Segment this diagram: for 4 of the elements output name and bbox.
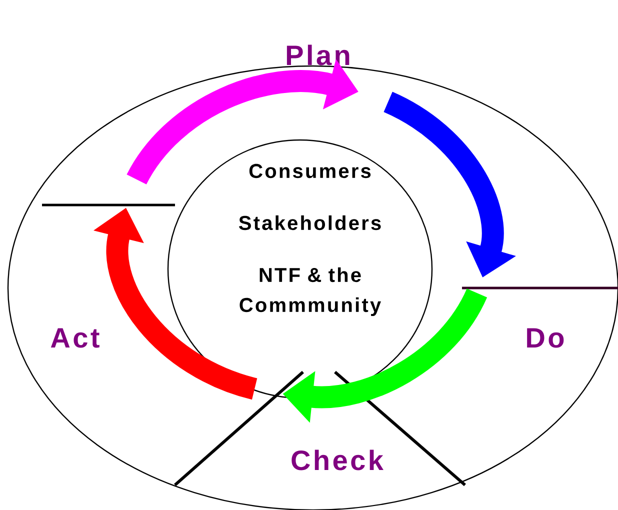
phase-label: Check xyxy=(292,450,384,470)
phase-label: Do xyxy=(527,328,564,348)
phase-label: Plan xyxy=(286,44,350,66)
phase-label: Act xyxy=(50,328,100,348)
